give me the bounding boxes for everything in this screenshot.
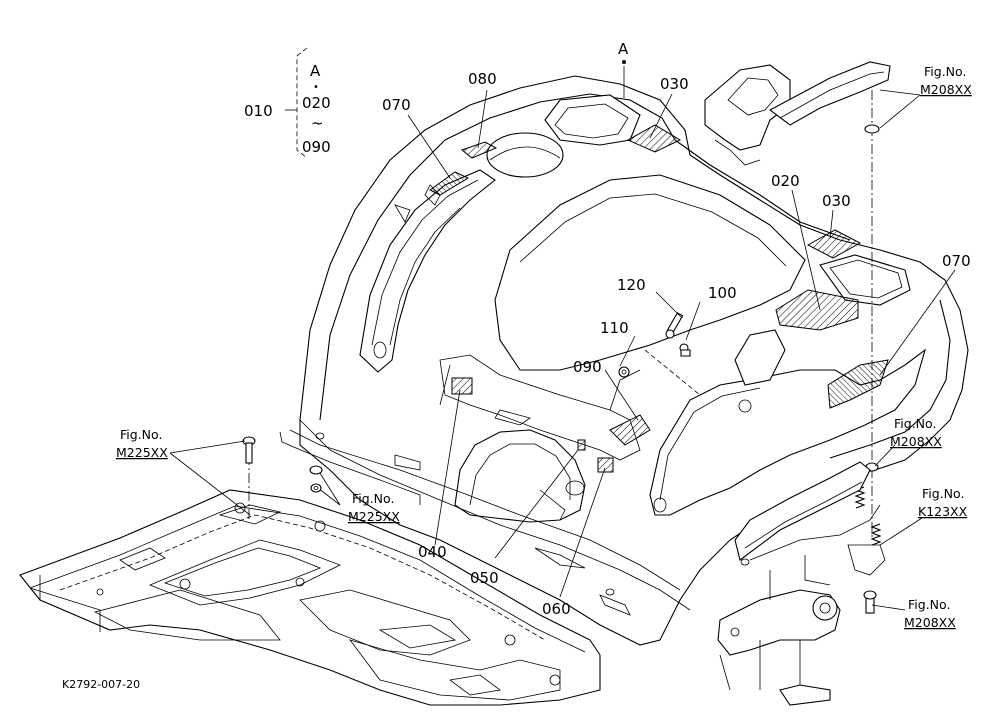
callout-120: 120 [617, 276, 646, 294]
floor-plate [19, 489, 601, 706]
fig-ref-2-label: Fig.No. [894, 416, 936, 431]
group-main-label: 010 [244, 102, 273, 120]
handle-part [704, 61, 891, 166]
callout-100: 100 [708, 284, 737, 302]
bottom-right-frame [717, 461, 881, 706]
fender-body [279, 75, 969, 646]
callout-060: 060 [542, 600, 571, 618]
callout-090: 090 [573, 358, 602, 376]
decal-070-right [827, 359, 889, 409]
callout-080: 080 [468, 70, 497, 88]
callout-030-top: 030 [660, 75, 689, 93]
decal-020 [775, 289, 859, 331]
decal-030-right [806, 229, 862, 259]
fig-ref-1-code: M208XX [920, 82, 972, 97]
fig-ref-3-code: K123XX [918, 504, 968, 519]
fig-ref-4-label: Fig.No. [908, 597, 950, 612]
labels: 010 A • 020 ~ 090 A 030 080 070 020 030 … [62, 40, 972, 691]
fig-ref-4-code: M208XX [904, 615, 956, 630]
group-sub-dot: • [313, 82, 319, 93]
footer-code: K2792-007-20 [62, 678, 140, 691]
decals [429, 124, 889, 473]
decal-040 [451, 377, 473, 395]
group-sub-tilde: ~ [311, 114, 324, 132]
fig-ref-5-label: Fig.No. [120, 427, 162, 442]
callout-110: 110 [600, 319, 629, 337]
callout-030-right: 030 [822, 192, 851, 210]
decal-090 [609, 414, 651, 446]
washers-left [309, 465, 323, 493]
group-sub-to: 090 [302, 138, 331, 156]
leader-lines [169, 60, 956, 611]
group-bracket [285, 47, 308, 159]
callout-070-right: 070 [942, 252, 971, 270]
callout-a-top: A [618, 40, 629, 58]
fig-ref-6-code: M225XX [348, 509, 400, 524]
fig-ref-5-code: M225XX [116, 445, 168, 460]
group-sub-from: 020 [302, 94, 331, 112]
callout-070-left: 070 [382, 96, 411, 114]
decal-050 [577, 439, 586, 451]
hardware-small [618, 312, 701, 396]
fig-ref-6-label: Fig.No. [352, 491, 394, 506]
decal-060 [597, 457, 614, 473]
decal-080 [460, 141, 498, 159]
decal-070-left [429, 171, 470, 196]
decal-030-top [626, 124, 682, 153]
fig-ref-1-label: Fig.No. [924, 64, 966, 79]
callout-040: 040 [418, 543, 447, 561]
callout-020: 020 [771, 172, 800, 190]
fig-ref-2-code: M208XX [890, 434, 942, 449]
group-sub-a: A [310, 62, 321, 80]
callout-050: 050 [470, 569, 499, 587]
fig-ref-3-label: Fig.No. [922, 486, 964, 501]
